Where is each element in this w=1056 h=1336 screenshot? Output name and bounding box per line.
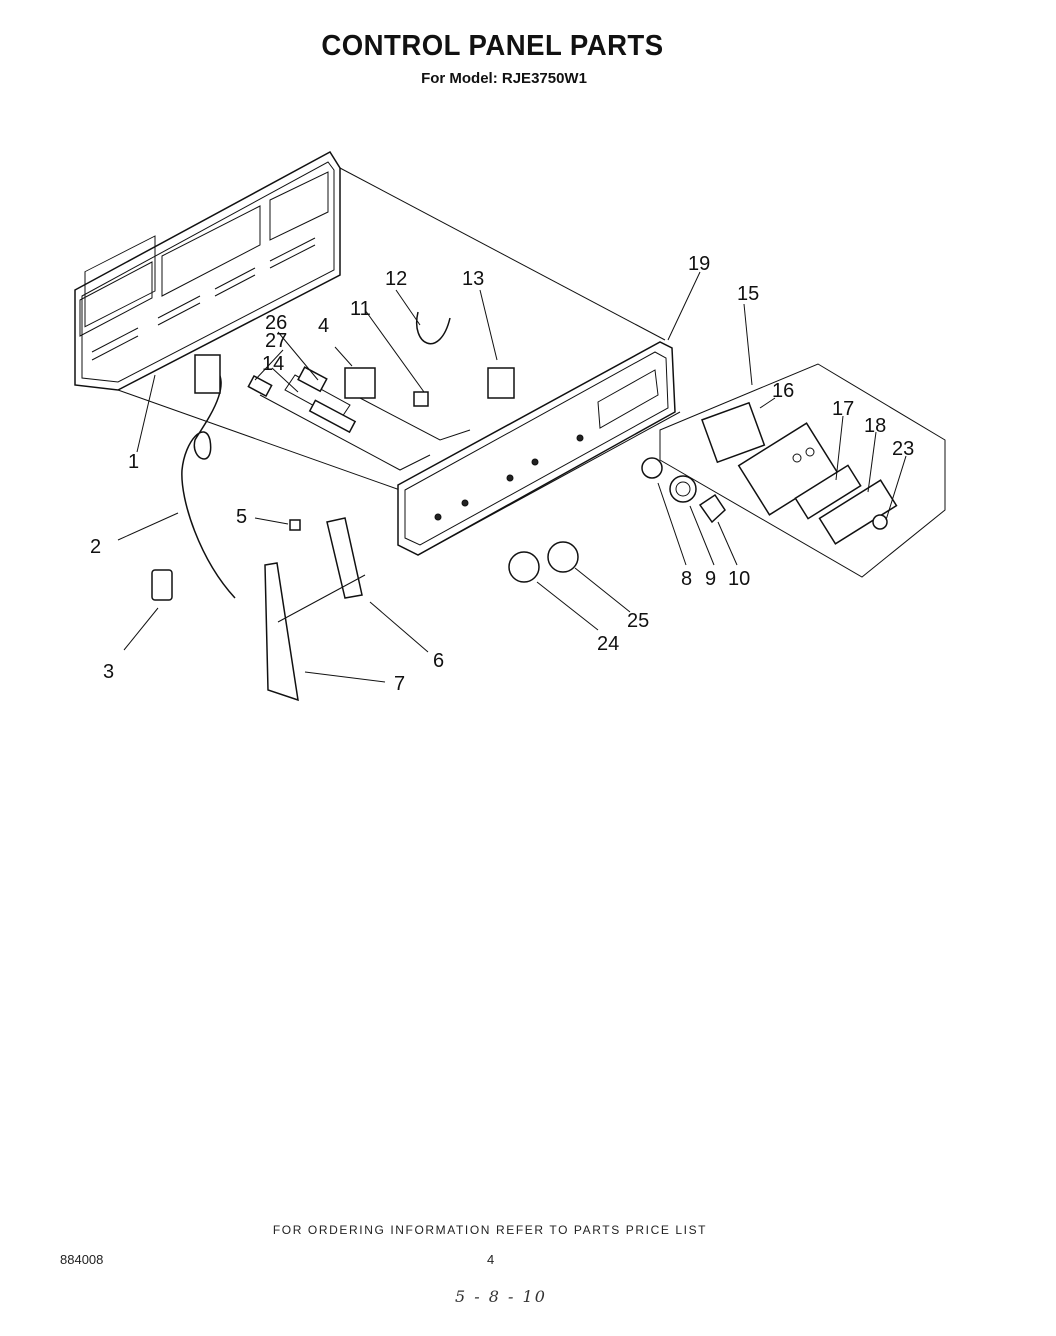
side-brackets xyxy=(151,517,366,702)
page-title: CONTROL PANEL PARTS xyxy=(321,30,664,62)
callout-8: 8 xyxy=(681,568,692,590)
callout-15: 15 xyxy=(737,283,759,305)
callout-2: 2 xyxy=(90,536,101,558)
model-subtitle: For Model: RJE3750W1 xyxy=(421,70,587,87)
handwritten-note: 5 - 8 - 10 xyxy=(455,1287,547,1306)
callout-23: 23 xyxy=(892,438,914,460)
callout-4: 4 xyxy=(318,315,329,337)
callout-5: 5 xyxy=(236,506,247,528)
page-number: 4 xyxy=(487,1252,495,1267)
wire-harness xyxy=(181,311,515,599)
callout-26: 26 xyxy=(265,312,287,334)
ordering-note: FOR ORDERING INFORMATION REFER TO PARTS … xyxy=(272,1223,708,1237)
callout-27: 27 xyxy=(265,330,287,352)
callout-11: 11 xyxy=(350,298,371,320)
back-panel-part xyxy=(74,151,341,391)
callout-3: 3 xyxy=(103,661,114,683)
callout-1: 1 xyxy=(128,451,139,473)
callout-7: 7 xyxy=(394,673,405,695)
callout-9: 9 xyxy=(705,568,716,590)
callout-6: 6 xyxy=(433,650,444,672)
leader-lines xyxy=(117,271,907,683)
callout-18: 18 xyxy=(864,415,886,437)
document-number: 884008 xyxy=(60,1252,104,1267)
callout-24: 24 xyxy=(597,633,619,655)
console-part xyxy=(397,341,681,556)
callout-16: 16 xyxy=(772,380,794,402)
callout-10: 10 xyxy=(728,568,750,590)
callout-labels: 1 2 3 4 5 6 7 8 9 10 11 12 13 14 15 16 1… xyxy=(90,253,914,695)
callout-14: 14 xyxy=(262,353,284,375)
callout-17: 17 xyxy=(832,398,854,420)
callout-12: 12 xyxy=(385,268,407,290)
callout-13: 13 xyxy=(462,268,484,290)
callout-19: 19 xyxy=(688,253,710,275)
callout-25: 25 xyxy=(627,610,649,632)
knobs xyxy=(508,457,726,583)
display-module xyxy=(659,363,946,578)
